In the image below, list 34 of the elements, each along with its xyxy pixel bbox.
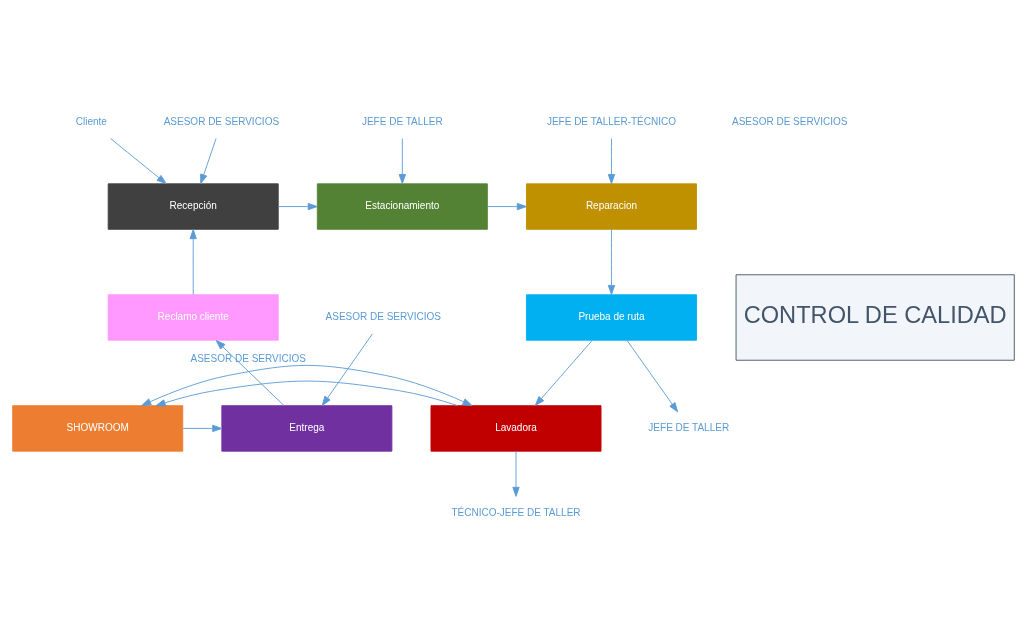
edge-label: ASESOR DE SERVICIOS — [190, 353, 306, 365]
node-text: JEFE DE TALLER — [361, 115, 443, 127]
arrow — [626, 340, 679, 413]
arrow — [278, 202, 318, 211]
node-text: JEFE DE TALLER-TÉCNICO — [546, 115, 677, 127]
node-text: ASESOR DE SERVICIOS — [325, 311, 441, 323]
node-text: JEFE DE TALLER — [648, 421, 730, 433]
node-text: ASESOR DE SERVICIOS — [163, 115, 280, 127]
node-box: Prueba de ruta — [526, 294, 697, 341]
arrow — [607, 138, 616, 185]
arrow — [487, 202, 527, 211]
node-box: CONTROL DE CALIDAD — [735, 274, 1015, 361]
arrow — [182, 424, 223, 433]
arrow — [155, 380, 459, 407]
arrow — [110, 138, 167, 185]
arrow — [189, 229, 197, 295]
arrow — [398, 138, 406, 185]
node-box: Estacionamiento — [316, 183, 488, 230]
label: ASESOR DE SERVICIOS — [731, 115, 848, 127]
node-text: TÉCNICO-JEFE DE TALLER — [451, 506, 581, 518]
node-box: Lavadora — [430, 405, 602, 452]
arrow — [321, 333, 373, 406]
node-box: Entrega — [221, 405, 393, 452]
arrow — [607, 229, 616, 295]
arrow — [200, 138, 217, 185]
node-box: SHOWROOM — [12, 405, 184, 452]
arrow — [534, 340, 593, 406]
node-box: Reparacion — [526, 183, 697, 230]
arrow — [215, 340, 285, 406]
node-text: Cliente — [75, 115, 107, 127]
node-box: Reclamo cliente — [107, 294, 279, 341]
arrow — [512, 451, 520, 497]
arrow — [141, 364, 473, 407]
node-box: Recepción — [107, 183, 279, 230]
